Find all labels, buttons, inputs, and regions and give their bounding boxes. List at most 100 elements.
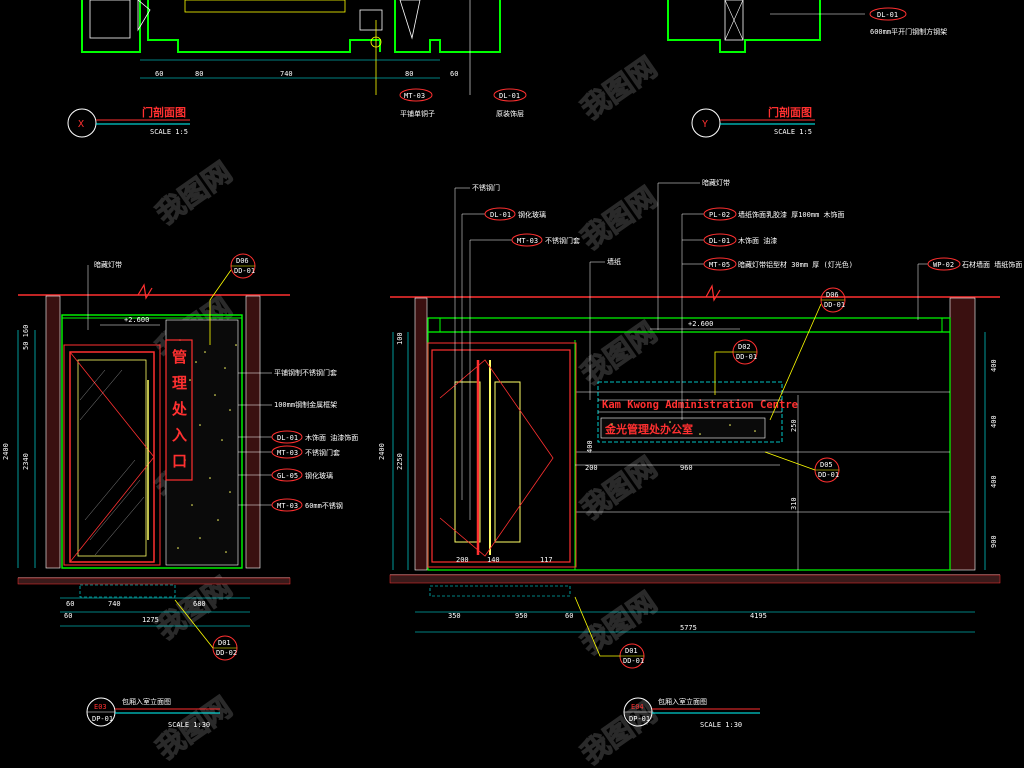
top-note: 暗藏灯带	[702, 178, 730, 187]
dim-label: 60	[66, 600, 74, 608]
title: 门剖面图	[142, 105, 186, 119]
scale: SCALE 1:30	[168, 721, 210, 729]
scale: SCALE 1:30	[700, 721, 742, 729]
dim-label: 100	[396, 332, 404, 345]
dim-label: 60	[64, 612, 72, 620]
svg-text:DD-01: DD-01	[818, 471, 839, 479]
elevation-title-e03: E03 DP-01 包厢入室立面图 SCALE 1:30	[86, 697, 220, 729]
top-note: 不锈钢门	[472, 183, 500, 192]
svg-text:木饰面 油漆: 木饰面 油漆	[738, 236, 777, 245]
section-marker-y: Y 门剖面图 SCALE 1:5	[691, 105, 815, 138]
sign-english: Kam Kwong Administration Centre	[602, 399, 798, 411]
svg-text:D06: D06	[826, 291, 839, 299]
svg-text:DP-01: DP-01	[629, 715, 650, 723]
callout: MT-03 不锈钢门套	[469, 233, 580, 520]
svg-text:MT-03: MT-03	[277, 502, 298, 510]
dim-label: 60	[565, 612, 573, 620]
svg-text:Y: Y	[702, 119, 708, 130]
callout: PL-02 墙纸饰面乳胶漆 厚100mm 木饰面	[682, 207, 845, 221]
svg-text:墙纸饰面乳胶漆 厚100mm 木饰面: 墙纸饰面乳胶漆 厚100mm 木饰面	[738, 210, 845, 219]
sign-character: 管	[172, 348, 187, 366]
svg-text:DL-01: DL-01	[499, 92, 520, 100]
dim-label: 950	[515, 612, 528, 620]
callout: MT-03 不锈钢门套	[238, 445, 340, 459]
svg-text:MT-03: MT-03	[277, 449, 298, 457]
dim-label: 200	[456, 556, 469, 564]
top-note: 暗藏灯带	[94, 260, 122, 269]
svg-text:DD-01: DD-01	[824, 301, 845, 309]
elevation-e04: Kam Kwong Administration Centre 金光管理处办公室…	[378, 178, 1022, 729]
sign-character: 入	[172, 426, 187, 444]
svg-text:木饰面 油漆饰面: 木饰面 油漆饰面	[305, 433, 358, 442]
detail-bubble-bottom: D01 DD-02	[174, 599, 238, 661]
sign-chinese: 金光管理处办公室	[604, 422, 693, 436]
side-note: 平铺钢制不锈钢门套	[274, 368, 337, 377]
section-x-dims: 60 80 740 80 60	[155, 70, 458, 78]
svg-text:钢化玻璃: 钢化玻璃	[305, 471, 333, 480]
callout: MT-03 60mm不锈钢	[238, 498, 343, 512]
dim-label: 400	[990, 475, 998, 488]
dim-label: 350	[448, 612, 461, 620]
callout: DL-01 木饰面 油漆	[682, 233, 777, 247]
svg-text:MT-05: MT-05	[709, 261, 730, 269]
dim-label: 2250	[396, 453, 404, 470]
level-mark: +2.600	[688, 320, 713, 328]
callout: GL-05 钢化玻璃	[238, 468, 333, 482]
dim-label: 50 160	[22, 325, 30, 350]
top-note: 墙纸	[607, 257, 621, 266]
svg-text:PL-02: PL-02	[709, 211, 730, 219]
svg-text:DD-01: DD-01	[234, 267, 255, 275]
svg-text:石材墙面 墙纸饰面: 石材墙面 墙纸饰面	[962, 260, 1022, 269]
dim-label: 60	[155, 70, 163, 78]
callout: DL-01 钢化玻璃	[462, 207, 546, 221]
elevation-title-e04: E04 DP-01 包厢入室立面图 SCALE 1:30	[623, 697, 760, 729]
level-mark: +2.600	[124, 316, 149, 324]
note-text: 原装饰层	[496, 109, 524, 118]
svg-text:D01: D01	[625, 647, 638, 655]
dim-label: 400	[586, 440, 594, 453]
tag-bubble: DL-01	[493, 88, 527, 102]
dim-label: 2340	[22, 453, 30, 470]
title: 包厢入室立面图	[122, 697, 171, 706]
callout: WP-02 石材墙面 墙纸饰面	[917, 257, 1022, 320]
detail-bubble: D05 DD-01	[764, 451, 840, 483]
svg-text:DL-01: DL-01	[877, 11, 898, 19]
dim-label: 250	[790, 419, 798, 432]
svg-text:60mm不锈钢: 60mm不锈钢	[305, 501, 343, 510]
svg-text:钢化玻璃: 钢化玻璃	[518, 210, 546, 219]
svg-text:暗藏灯带铝型材 30mm 厚 (灯光色): 暗藏灯带铝型材 30mm 厚 (灯光色)	[738, 260, 853, 269]
svg-text:DL-01: DL-01	[277, 434, 298, 442]
detail-bubble: D02 DD-01	[714, 339, 758, 395]
svg-text:DD-01: DD-01	[623, 657, 644, 665]
dim-label: 740	[108, 600, 121, 608]
dim-label: 80	[405, 70, 413, 78]
dim-label: 900	[990, 535, 998, 548]
svg-text:MT-03: MT-03	[404, 92, 425, 100]
svg-text:GL-05: GL-05	[277, 472, 298, 480]
sign-character: 理	[172, 374, 187, 392]
side-note: 100mm钢制金属框架	[274, 400, 337, 409]
dim-label: 5775	[680, 624, 697, 632]
dim-label: 2400	[378, 443, 386, 460]
section-marker-x: X 门剖面图 SCALE 1:5	[67, 105, 190, 138]
detail-bubble: D06 DD-01	[769, 287, 846, 421]
svg-text:DP-01: DP-01	[92, 715, 113, 723]
svg-text:不锈钢门套: 不锈钢门套	[305, 448, 340, 457]
svg-text:MT-03: MT-03	[517, 237, 538, 245]
scale: SCALE 1:5	[774, 128, 812, 136]
dim-label: 200	[585, 464, 598, 472]
svg-text:DL-01: DL-01	[709, 237, 730, 245]
svg-text:D05: D05	[820, 461, 833, 469]
title: 包厢入室立面图	[658, 697, 707, 706]
dim-label: 960	[680, 464, 693, 472]
detail-bubble: D01 DD-01	[574, 596, 645, 669]
svg-text:D01: D01	[218, 639, 231, 647]
dim-label: 2400	[2, 443, 10, 460]
title: 门剖面图	[768, 105, 812, 119]
scale: SCALE 1:5	[150, 128, 188, 136]
dim-label: 117	[540, 556, 553, 564]
dim-label: 140	[487, 556, 500, 564]
callout: MT-05 暗藏灯带铝型材 30mm 厚 (灯光色)	[682, 257, 853, 271]
